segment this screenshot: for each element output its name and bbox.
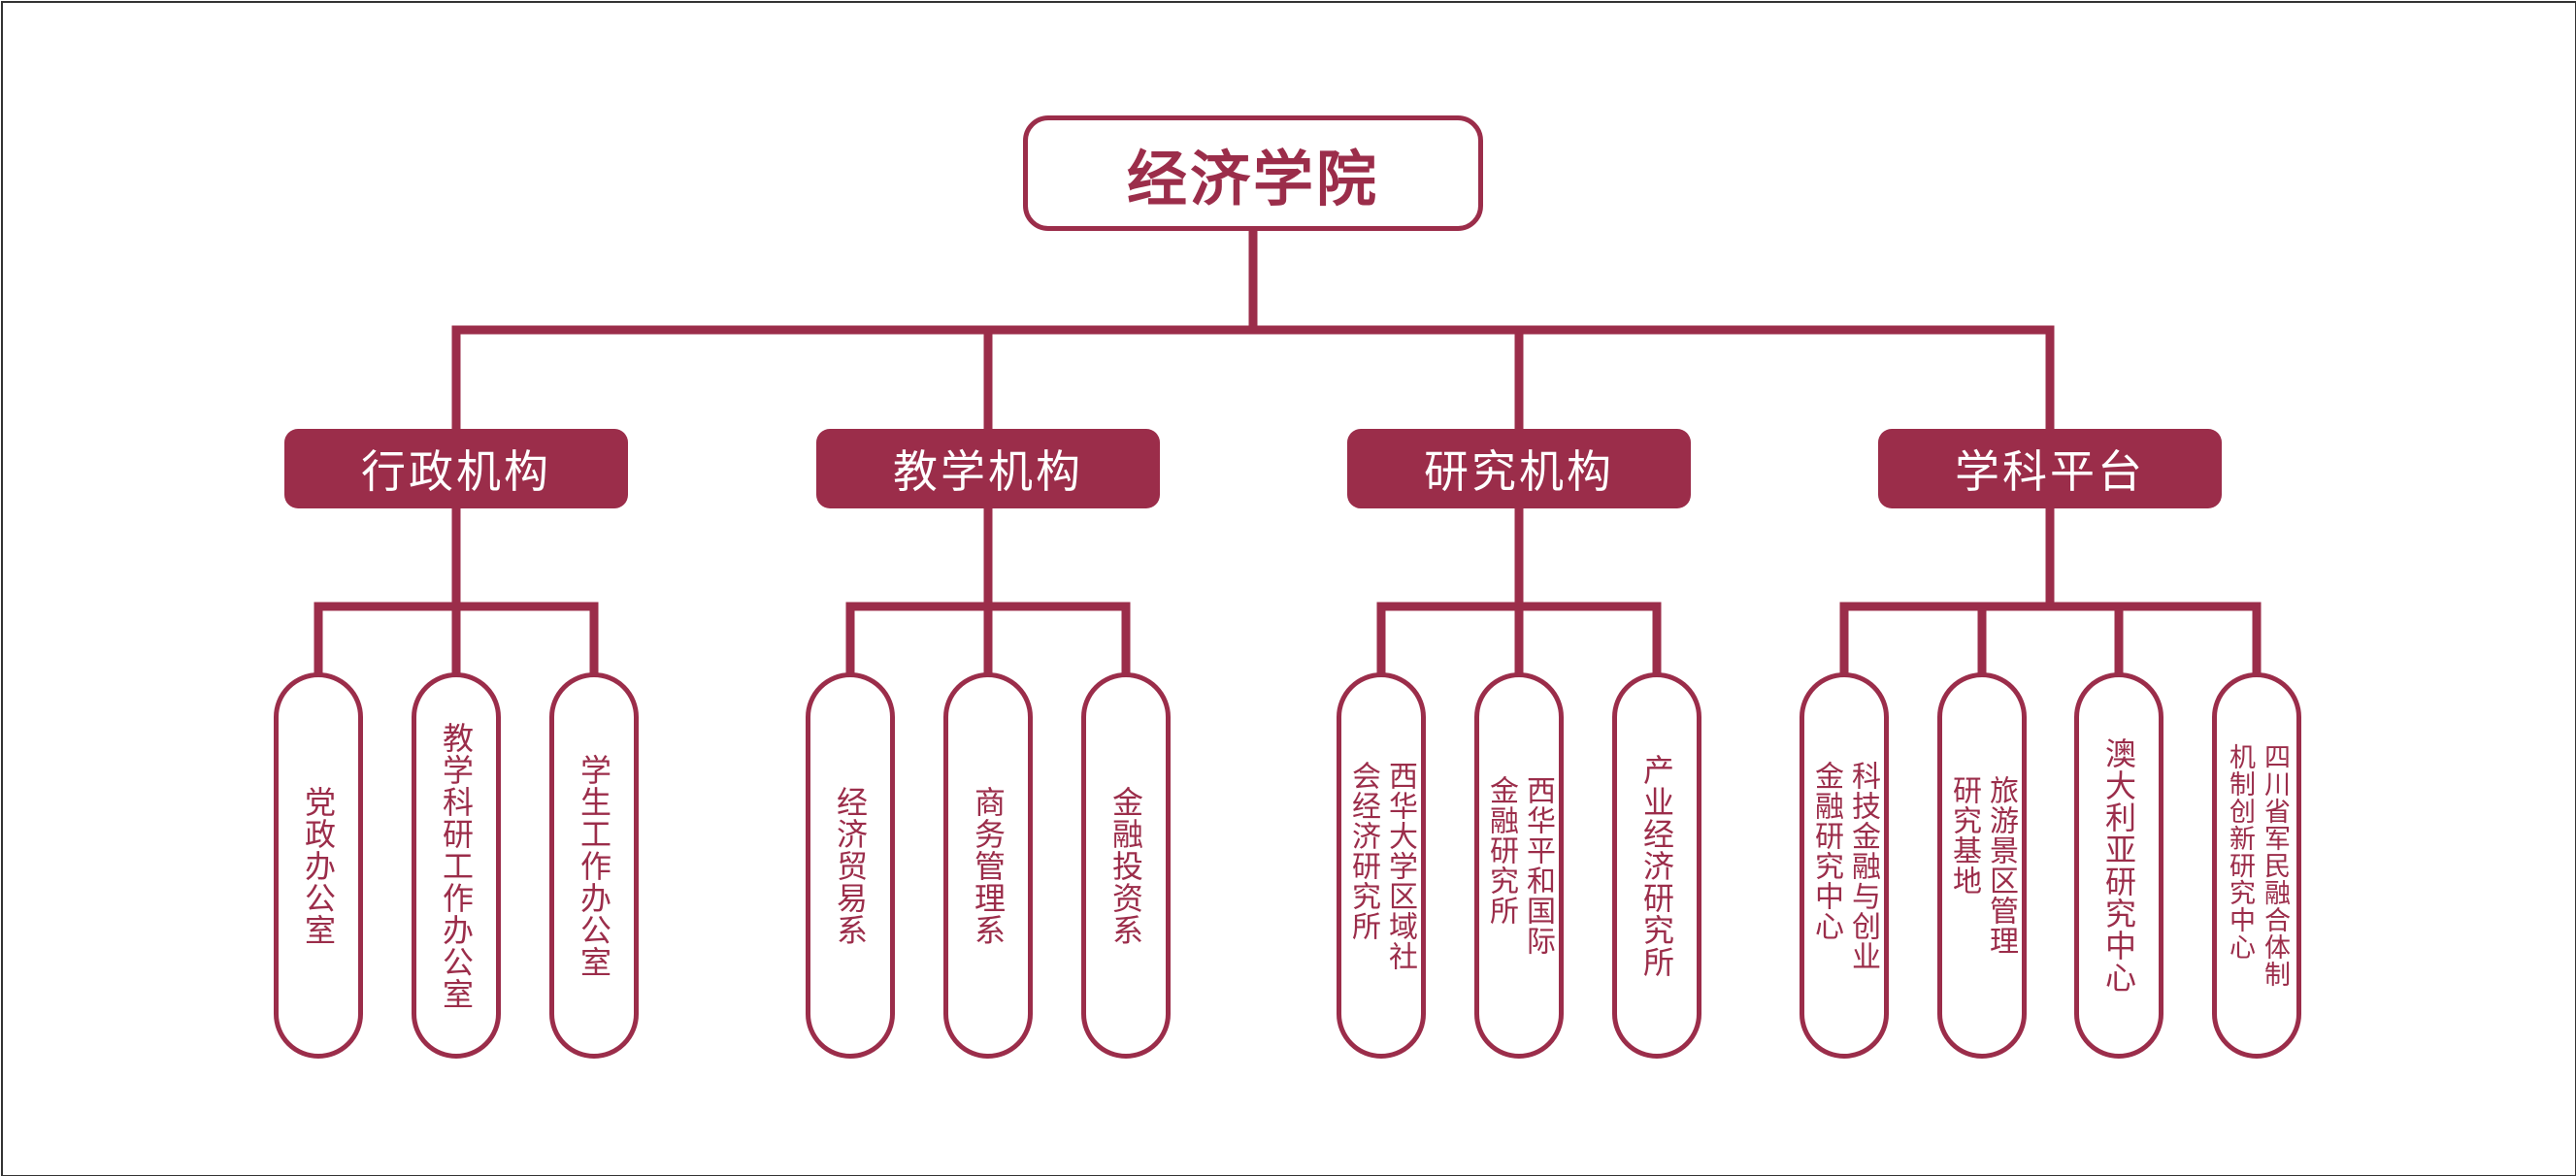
category-node-admin: 行政机构 [284,429,628,508]
root-node-label: 经济学院 [1126,143,1379,214]
unit-node-label-line: 金融研究中心 [1809,760,1843,941]
unit-node-label: 经济贸易系 [832,785,869,946]
unit-node-label-line: 研究基地 [1947,775,1981,896]
unit-node-label-line: 西华大学区域社 [1383,760,1417,971]
unit-node-label: 四川省军民融合体制 机制创新研究中心 [2222,743,2292,988]
unit-node-label: 金融投资系 [1107,785,1144,946]
unit-node-label-line: 旅游景区管理 [1984,775,2018,956]
unit-node-label-line: 四川省军民融合体制 [2260,743,2290,988]
category-node-research: 研究机构 [1347,429,1691,508]
unit-node-label: 科技金融与创业 金融研究中心 [1807,761,1881,971]
category-node-platform: 学科平台 [1878,429,2222,508]
unit-node: 澳大利亚研究中心 [2074,672,2163,1059]
unit-node: 商务管理系 [943,672,1033,1059]
unit-node-label: 产业经济研究所 [1638,753,1675,978]
unit-node-label: 澳大利亚研究中心 [2100,737,2137,994]
unit-node: 西华平和国际 金融研究所 [1474,672,1564,1059]
unit-node: 西华大学区域社 会经济研究所 [1337,672,1426,1059]
unit-node: 党政办公室 [274,672,363,1059]
category-node-label: 研究机构 [1424,445,1614,498]
unit-node-label: 旅游景区管理 研究基地 [1945,775,2019,956]
unit-node: 教学科研工作办公室 [412,672,501,1059]
unit-node-label: 教学科研工作办公室 [438,721,475,1010]
unit-node-label-line: 西华平和国际 [1521,775,1555,956]
category-node-label: 教学机构 [893,445,1083,498]
unit-node: 旅游景区管理 研究基地 [1937,672,2027,1059]
unit-node: 科技金融与创业 金融研究中心 [1800,672,1889,1059]
root-node: 经济学院 [1023,115,1483,231]
unit-node-label: 商务管理系 [970,785,1007,946]
unit-node-label: 西华平和国际 金融研究所 [1482,775,1556,956]
unit-node: 四川省军民融合体制 机制创新研究中心 [2212,672,2301,1059]
unit-node-label-line: 会经济研究所 [1346,760,1380,941]
category-node-label: 行政机构 [361,445,551,498]
category-node-teaching: 教学机构 [816,429,1160,508]
category-node-label: 学科平台 [1955,445,2145,498]
unit-node-label-line: 机制创新研究中心 [2225,743,2255,961]
unit-node: 金融投资系 [1081,672,1171,1059]
unit-node: 学生工作办公室 [549,672,639,1059]
unit-node: 产业经济研究所 [1612,672,1701,1059]
unit-node-label-line: 科技金融与创业 [1846,760,1880,971]
unit-node: 经济贸易系 [806,672,895,1059]
unit-node-label-line: 金融研究所 [1484,775,1518,926]
unit-node-label: 西华大学区域社 会经济研究所 [1344,761,1418,971]
unit-node-label: 学生工作办公室 [576,753,612,978]
unit-node-label: 党政办公室 [300,785,337,946]
